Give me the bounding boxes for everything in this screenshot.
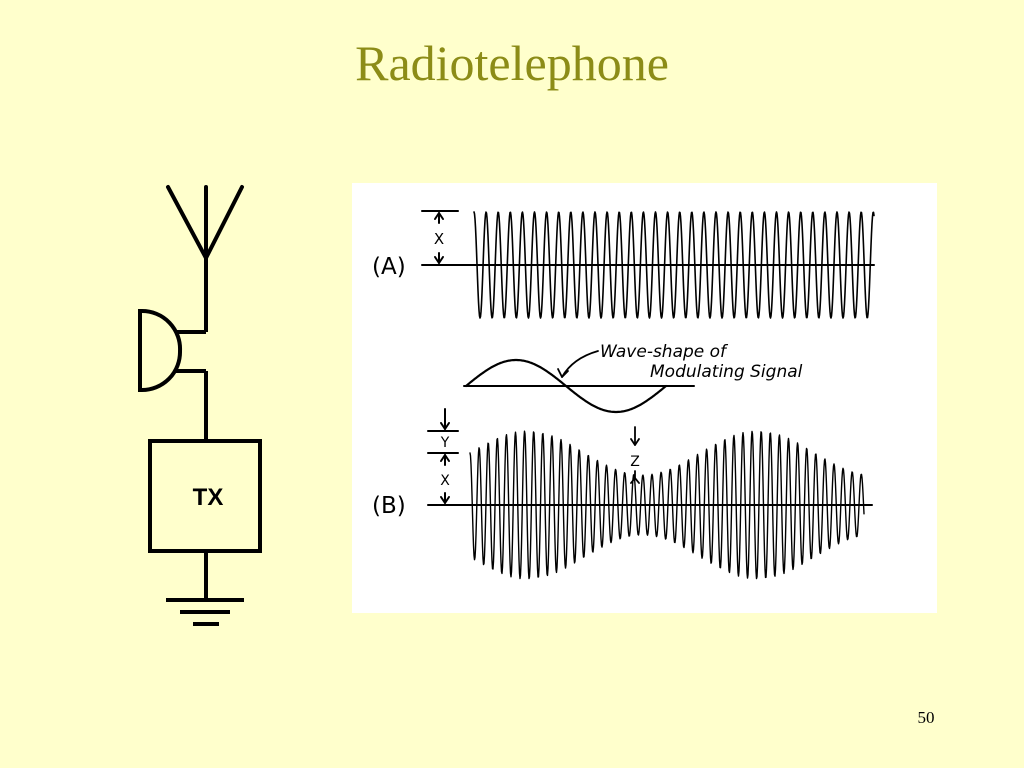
transmitter-label: TX — [193, 484, 224, 511]
slide-title: Radiotelephone — [355, 35, 669, 91]
panel-a-label: (A) — [372, 254, 406, 280]
microphone-icon — [138, 308, 183, 392]
panel-b-label: (B) — [372, 493, 406, 519]
dimension-z-label: Z — [630, 454, 640, 470]
transmitter-box — [148, 439, 262, 553]
panel-a-dimension — [421, 210, 459, 266]
annotation-arrow — [561, 350, 599, 378]
radiotelephone-schematic: TX — [138, 185, 262, 626]
annotation-line-1: Wave-shape of — [600, 342, 729, 362]
carrier-wave-unmodulated — [473, 211, 875, 319]
panel-b-dimension — [427, 408, 459, 506]
ground-icon — [166, 598, 244, 626]
carrier-wave-modulated — [469, 430, 865, 580]
dimension-y-label: Y — [440, 435, 450, 451]
am-waveform-figure: (A) X Wave-shape of Modulating Signal Y … — [352, 183, 937, 613]
annotation-line-2: Modulating Signal — [650, 362, 803, 382]
wire-line — [176, 258, 208, 600]
modulating-signal-wave — [464, 358, 668, 414]
annotation-arrow-head — [557, 368, 569, 378]
antenna-icon — [166, 185, 244, 260]
dimension-x-b-label: X — [440, 473, 450, 489]
dimension-x-label: X — [434, 230, 444, 248]
slide-number: 50 — [917, 708, 935, 727]
